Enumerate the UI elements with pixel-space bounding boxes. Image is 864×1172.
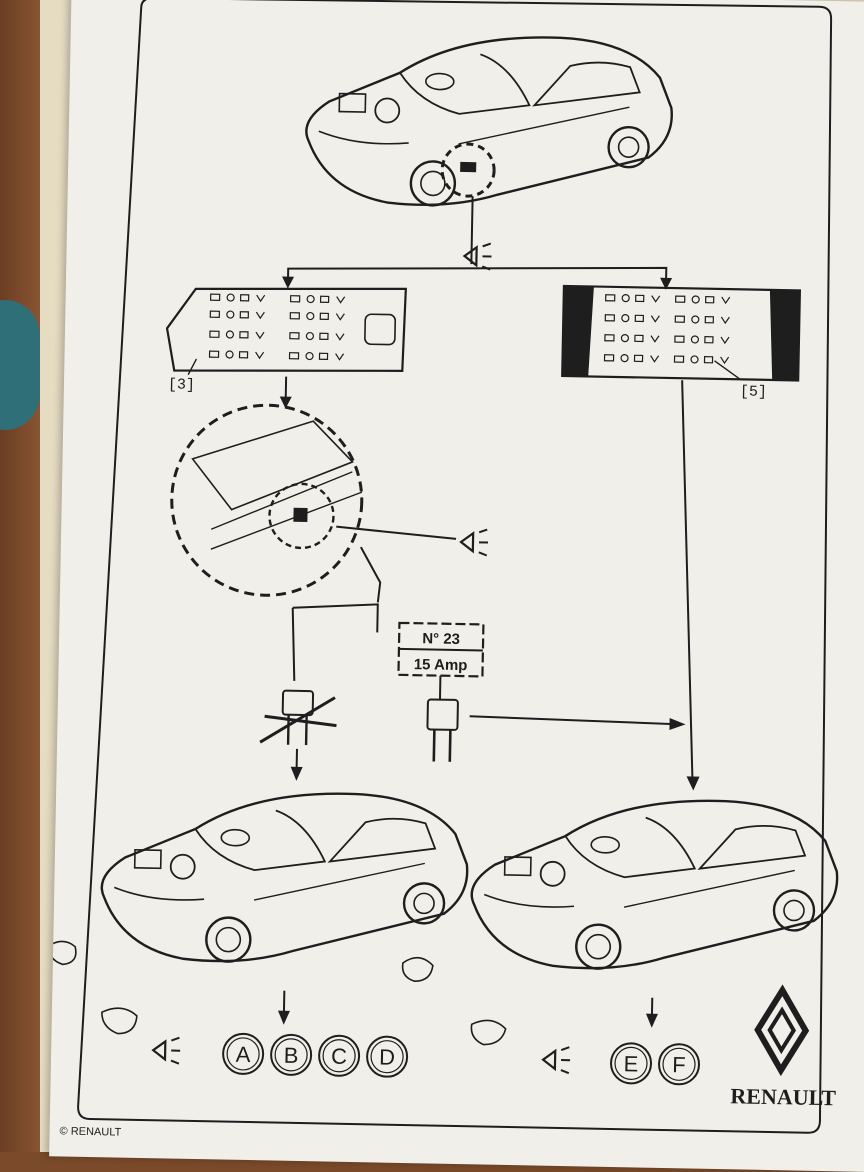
- bottom-right-car: [470, 796, 838, 973]
- fuse-rating-label: 15 Amp: [414, 656, 468, 674]
- eye-view-icon: [464, 243, 491, 270]
- fuse-number-label: N° 23: [422, 630, 460, 648]
- brand-name: RENAULT: [730, 1083, 836, 1110]
- fusebox-right-ref: [5]: [740, 383, 767, 401]
- diagram-artwork: [3] [5] N° 23 15 Amp: [49, 0, 864, 1172]
- outcome-letter: C: [331, 1044, 347, 1069]
- page-border: [78, 0, 841, 1133]
- correct-fuse: [427, 699, 458, 762]
- fuse-panel-right: [562, 286, 800, 381]
- fuse-panel-left: [166, 284, 406, 375]
- fusebox-detail-circle: [170, 403, 364, 597]
- outcome-letters-right: E F: [611, 1043, 700, 1085]
- fuse-label-box: N° 23 15 Amp: [398, 623, 483, 677]
- outcome-letter: B: [284, 1043, 299, 1068]
- copyright-note: © RENAULT: [59, 1125, 121, 1138]
- incorrect-fuse-crossed: [260, 690, 337, 745]
- outcome-letters-left: A B C D: [223, 1034, 408, 1078]
- outcome-letter: E: [623, 1051, 638, 1076]
- outcome-letter: A: [236, 1042, 251, 1067]
- fusebox-left-ref: [3]: [168, 376, 195, 394]
- outcome-letter: D: [379, 1045, 395, 1070]
- renault-diamond-logo: [757, 990, 807, 1071]
- bottom-left-car: [100, 789, 468, 966]
- outcome-letter: F: [672, 1052, 686, 1077]
- instruction-sheet: [3] [5] N° 23 15 Amp: [49, 0, 864, 1172]
- teal-object: [0, 300, 40, 430]
